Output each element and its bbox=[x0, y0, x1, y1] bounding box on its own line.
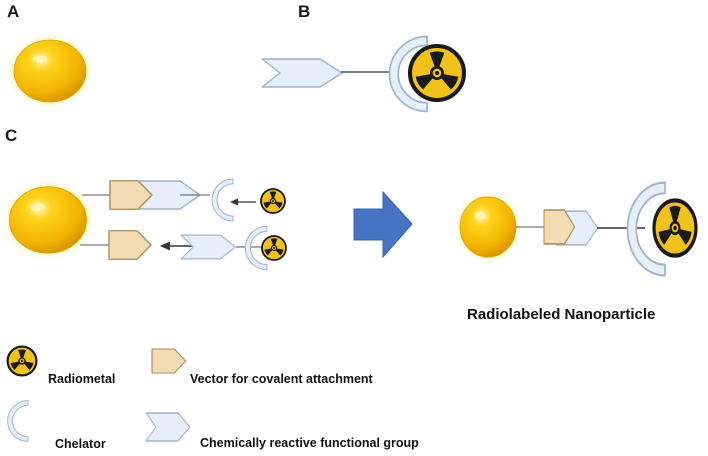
nanoparticle-c-right bbox=[453, 189, 523, 265]
radiometal-upper bbox=[260, 188, 286, 214]
legend-reactive-group-icon bbox=[145, 412, 191, 442]
panel-label-b: B bbox=[298, 2, 310, 21]
reactive-group-lower bbox=[180, 234, 236, 260]
legend-vector-label: Vector for covalent attachment bbox=[190, 372, 374, 386]
legend-chelator-icon bbox=[7, 400, 29, 442]
panel-label-c: C bbox=[5, 126, 17, 145]
chelator-upper bbox=[211, 178, 234, 222]
lower-route bbox=[80, 225, 287, 271]
attach-arrow-upper bbox=[230, 198, 256, 206]
nanoparticle-c-left bbox=[0, 178, 96, 262]
radiometal-right bbox=[654, 200, 696, 255]
legend-chelator-label: Chelator bbox=[55, 437, 106, 451]
legend: Radiometal Vector for covalent attachmen… bbox=[6, 345, 419, 451]
vector-lower bbox=[108, 230, 152, 260]
bifunctional-chelator-b bbox=[261, 35, 464, 113]
reactive-group-b bbox=[261, 58, 343, 88]
upper-route bbox=[82, 178, 286, 222]
result-caption: Radiolabeled Nanoparticle bbox=[467, 306, 655, 323]
legend-reactive-group-label: Chemically reactive functional group bbox=[200, 436, 419, 450]
radiometal-b bbox=[410, 46, 464, 100]
panel-label-a: A bbox=[7, 2, 19, 21]
nanoparticle-a bbox=[5, 32, 95, 110]
legend-radiometal-icon bbox=[6, 345, 38, 377]
radiometal-lower bbox=[261, 235, 287, 261]
block-arrow-right-icon bbox=[353, 190, 413, 259]
attach-arrow-lower bbox=[160, 241, 196, 251]
legend-vector-icon bbox=[151, 348, 187, 374]
legend-radiometal-label: Radiometal bbox=[48, 372, 115, 386]
radiolabeled-nanoparticle bbox=[453, 181, 696, 277]
